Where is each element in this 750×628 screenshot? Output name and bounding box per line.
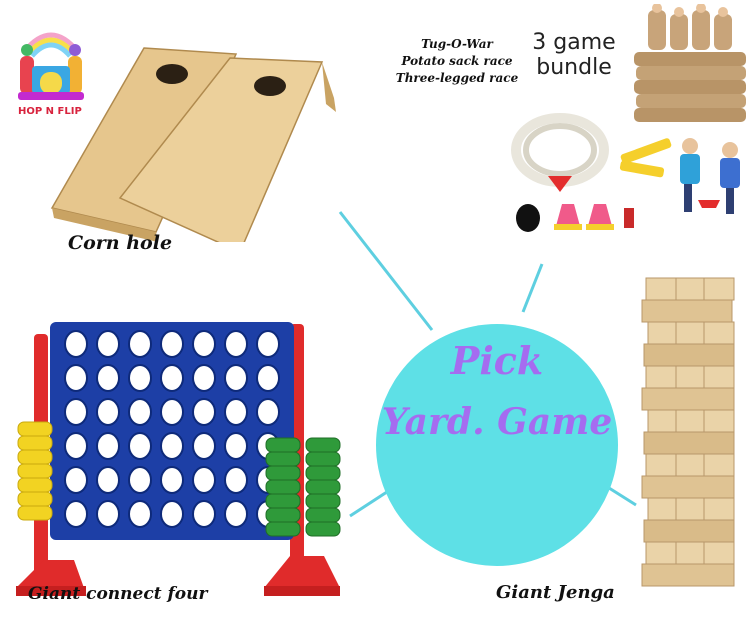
logo-text: HOP N FLIP (18, 106, 82, 117)
bundle-title: 3 game bundle (526, 30, 622, 80)
connector-cornhole (338, 211, 434, 331)
bundle-image (511, 4, 746, 232)
hop-n-flip-logo: HOP N FLIP (14, 22, 88, 126)
jenga-label: Giant Jenga (496, 582, 615, 603)
connector-connect-four (349, 488, 391, 518)
bundle-game-2: Potato sack race (401, 54, 513, 68)
cornhole-label: Corn hole (68, 232, 173, 254)
center-title-line1: Pick (450, 338, 544, 383)
bundle-games-list: Tug-O-War Potato sack race Three-legged … (392, 36, 522, 87)
bounce-house-icon (18, 32, 84, 100)
center-circle (376, 324, 618, 566)
jenga-image (641, 277, 735, 587)
bundle-game-1: Tug-O-War (421, 37, 493, 51)
bundle-title-line1: 3 game (532, 30, 616, 55)
bundle-title-line2: bundle (536, 55, 612, 80)
connect-four-label: Giant connect four (28, 584, 208, 604)
bundle-game-3: Three-legged race (395, 71, 519, 85)
cornhole-image (50, 47, 336, 242)
connect-four-image (16, 322, 341, 596)
center-title-line2: Yard. Game (381, 401, 613, 443)
connector-bundle (521, 263, 544, 313)
